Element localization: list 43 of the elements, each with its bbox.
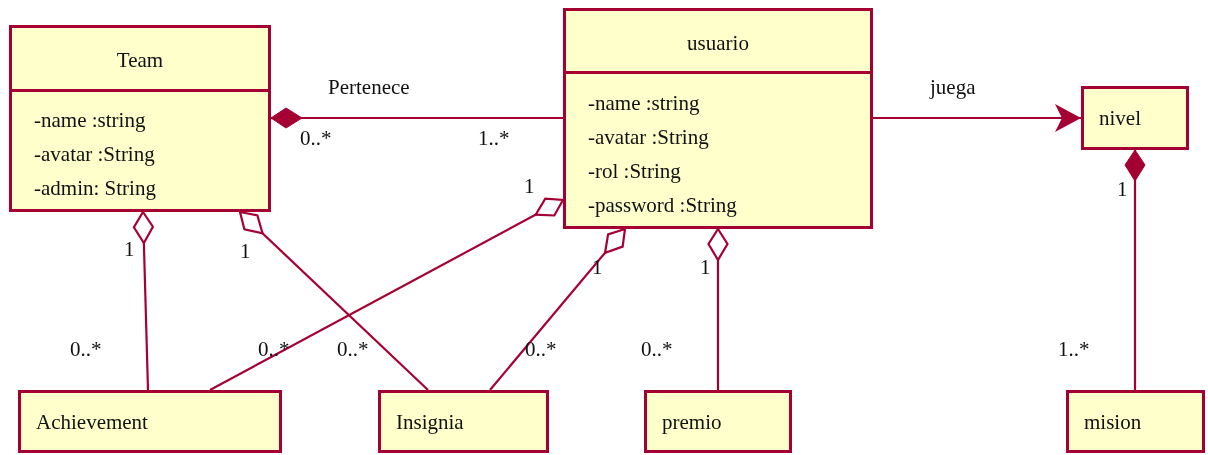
class-box — [18, 390, 282, 453]
multiplicity-label: 1..* — [1058, 338, 1090, 360]
class-name: nivel — [1099, 106, 1141, 130]
attribute-text: -avatar :String — [34, 142, 155, 166]
multiplicity-label: 1 — [524, 175, 535, 197]
class-box — [1081, 86, 1189, 150]
multiplicity-label: 0..* — [337, 338, 369, 360]
class-box — [563, 8, 873, 229]
class-name: premio — [662, 409, 722, 434]
class-name: mision — [1084, 409, 1142, 434]
association-line — [209, 197, 565, 391]
association-line — [132, 210, 154, 391]
class-name: Insignia — [396, 409, 464, 434]
class-box — [9, 25, 271, 212]
association-line — [1124, 149, 1146, 390]
class-name: usuario — [686, 31, 750, 55]
multiplicity-label: 0..* — [641, 338, 673, 360]
multiplicity-label: 1 — [240, 240, 251, 262]
association-line — [270, 107, 563, 129]
association-line — [489, 227, 627, 391]
association-line — [707, 227, 729, 390]
multiplicity-label: 0..* — [70, 338, 102, 360]
class-box — [378, 390, 549, 453]
class-name: Team — [115, 48, 165, 72]
attribute-text: -name :string — [588, 91, 700, 115]
multiplicity-label: 1 — [592, 256, 603, 278]
multiplicity-label: 0..* — [525, 338, 557, 360]
attribute-text: -avatar :String — [588, 125, 709, 149]
arrow — [873, 104, 1081, 132]
multiplicity-label: 1 — [1117, 178, 1128, 200]
attribute-text: -rol :String — [588, 159, 681, 183]
class-box — [1066, 390, 1205, 453]
attribute-text: -admin: String — [34, 176, 156, 200]
association-line — [238, 210, 429, 391]
class-name: Achievement — [36, 409, 148, 434]
attribute-text: -password :String — [588, 193, 737, 217]
multiplicity-label: 0..* — [258, 338, 290, 360]
class-box — [644, 390, 792, 453]
multiplicity-label: 1 — [700, 256, 711, 278]
multiplicity-label: 1..* — [478, 127, 510, 149]
multiplicity-label: 1 — [124, 238, 135, 260]
attribute-text: -name :string — [34, 108, 146, 132]
multiplicity-label: 0..* — [300, 127, 332, 149]
